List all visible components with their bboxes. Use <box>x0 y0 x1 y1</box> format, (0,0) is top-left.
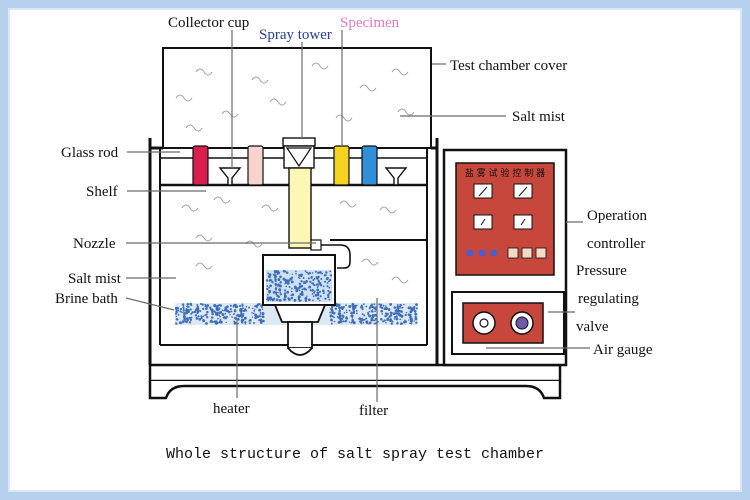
indicator-light <box>466 249 474 257</box>
chamber-body <box>148 138 439 365</box>
label-spray-tower: Spray tower <box>259 27 332 43</box>
panel-switch <box>521 247 533 259</box>
figure-caption: Whole structure of salt spray test chamb… <box>166 446 544 463</box>
pressure-regulating-valve-panel <box>451 291 565 355</box>
label-nozzle: Nozzle <box>73 236 116 252</box>
specimen-blue <box>361 145 378 186</box>
spray-tower-head <box>282 137 316 169</box>
label-air-gauge: Air gauge <box>593 342 653 358</box>
test-chamber-cover <box>162 47 432 149</box>
collector-cup-right <box>384 167 408 186</box>
collector-cup-left <box>218 167 242 186</box>
label-shelf: Shelf <box>86 184 118 200</box>
label-valve: valve <box>576 319 609 335</box>
specimen-red <box>192 145 209 186</box>
label-heater: heater <box>213 401 250 417</box>
specimen-pink <box>247 145 264 186</box>
base-stand <box>148 363 562 400</box>
panel-switch <box>535 247 547 259</box>
label-pressure: Pressure <box>576 263 627 279</box>
label-test-chamber-cover: Test chamber cover <box>450 58 567 74</box>
panel-text: 盐 雾 试 验 控 制 器 <box>465 167 545 179</box>
label-glass-rod: Glass rod <box>61 145 119 161</box>
label-collector-cup: Collector cup <box>168 15 249 31</box>
specimen-yellow <box>333 145 350 186</box>
spray-tower <box>288 167 312 249</box>
label-salt-mist-top: Salt mist <box>512 109 566 125</box>
label-regulating: regulating <box>578 291 639 307</box>
label-controller: controller <box>587 236 645 252</box>
nozzle-tube <box>321 244 351 269</box>
leader-lines <box>125 30 590 402</box>
label-filter: filter <box>359 403 388 419</box>
label-brine-bath: Brine bath <box>55 291 118 307</box>
indicator-light <box>478 249 486 257</box>
label-operation: Operation <box>587 208 647 224</box>
indicator-light <box>490 249 498 257</box>
operation-controller-panel: 盐 雾 试 验 控 制 器 <box>455 162 555 276</box>
salt-mist-cover <box>175 62 415 132</box>
pressure-gauge-dial <box>472 311 496 335</box>
panel-switch <box>507 247 519 259</box>
label-specimen: Specimen <box>340 15 400 31</box>
reservoir <box>262 254 336 356</box>
brine-bath-dots <box>174 302 418 326</box>
salt-mist-chamber <box>181 196 409 284</box>
label-salt-mist-left: Salt mist <box>68 271 122 287</box>
nozzle <box>310 239 322 251</box>
